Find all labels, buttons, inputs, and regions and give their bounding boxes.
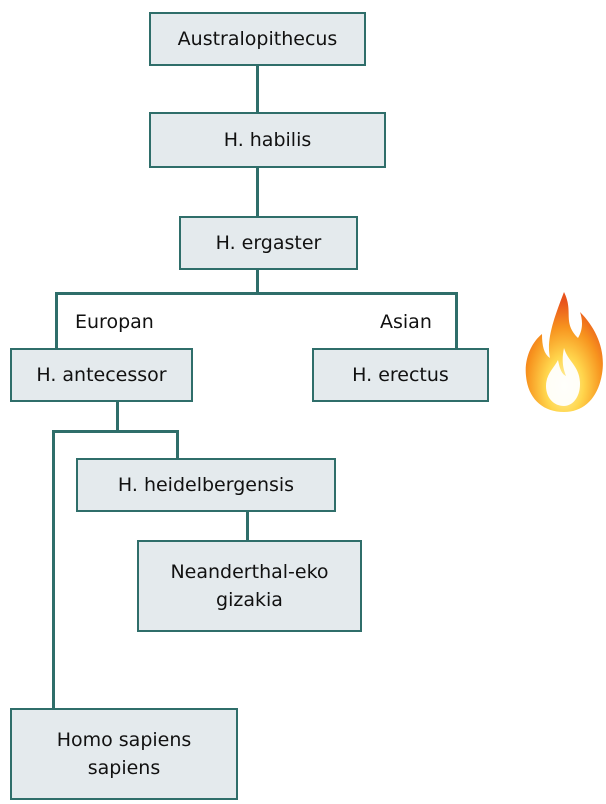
node-h-ergaster: H. ergaster [179, 216, 358, 270]
branch-label-asian: Asian [380, 311, 432, 333]
node-label-line-2: sapiens [87, 757, 161, 779]
node-h-antecessor: H. antecessor [10, 348, 193, 402]
node-label-line-1: Homo sapiens [56, 729, 192, 751]
node-label-line-1: Neanderthal-eko [170, 561, 329, 583]
connector-habilis-ergaster [256, 168, 259, 216]
connector-australopithecus-habilis [256, 64, 259, 112]
node-label: Australopithecus [177, 28, 338, 50]
node-h-heidelbergensis: H. heidelbergensis [76, 458, 336, 512]
node-h-habilis: H. habilis [149, 112, 386, 168]
node-australopithecus: Australopithecus [149, 12, 366, 66]
node-h-erectus: H. erectus [312, 348, 489, 402]
node-label: H. ergaster [215, 232, 322, 254]
connector-heidelbergensis-neanderthal [246, 510, 249, 540]
node-homo-sapiens: Homo sapiens sapiens [10, 708, 238, 800]
node-label: H. heidelbergensis [117, 474, 295, 496]
node-label: H. habilis [223, 129, 312, 151]
connector-ergaster-branch [256, 268, 259, 294]
node-label: H. antecessor [36, 364, 167, 386]
connector-antecessor-down [116, 402, 119, 432]
connector-split-sapiens [52, 430, 55, 710]
antecessor-split-line [52, 430, 179, 433]
node-neanderthal: Neanderthal-eko gizakia [137, 540, 362, 632]
node-label-line-2: gizakia [216, 589, 283, 611]
connector-split-heidelbergensis [176, 430, 179, 458]
branch-horizontal-line [55, 292, 458, 295]
connector-branch-erectus [455, 292, 458, 348]
flame-inner [546, 348, 580, 406]
connector-branch-antecessor [55, 292, 58, 348]
node-label: H. erectus [352, 364, 449, 386]
branch-label-europan: Europan [75, 311, 154, 333]
fire-icon [525, 292, 603, 412]
